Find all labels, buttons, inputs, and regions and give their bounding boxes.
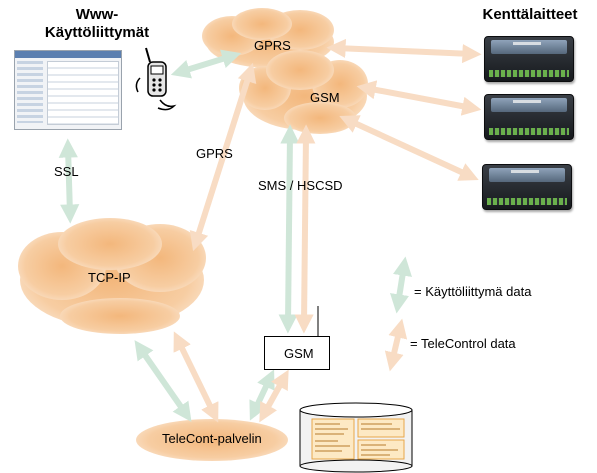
gprs-cloud-label: GPRS <box>254 38 291 53</box>
arrow-gsm-modem-1 <box>278 124 300 334</box>
tcpip-cloud <box>18 218 206 334</box>
gprs-link-label: GPRS <box>196 146 233 161</box>
arrow-ssl <box>58 138 80 224</box>
arrow-gsm-device3 <box>339 115 479 181</box>
arrow-gprs-tcpip <box>189 62 257 252</box>
field-devices-title: Kenttälaitteet <box>482 6 578 23</box>
legend-telecontrol-data: = TeleControl data <box>410 336 516 351</box>
legend-ui-arrow <box>390 256 412 314</box>
gsm-modem-label: GSM <box>284 346 314 361</box>
arrow-gsm-modem-2 <box>294 124 316 334</box>
legend-ui-data: = Käyttöliittymä data <box>414 284 532 299</box>
field-device-3 <box>482 164 572 210</box>
legend-telecontrol-arrow <box>384 318 408 372</box>
telecontrol-data-arrows <box>173 38 482 423</box>
server-cloud <box>136 419 288 461</box>
gsm-modem: GSM <box>264 336 330 370</box>
arrow-gsm-device2 <box>356 80 482 116</box>
www-ui-title: Www- Käyttöliittymät <box>44 6 150 41</box>
mobile-phone-icon <box>135 47 177 111</box>
gsm-cloud-label: GSM <box>310 90 340 105</box>
ssl-label: SSL <box>54 164 79 179</box>
sms-hscsd-label: SMS / HSCSD <box>258 178 343 193</box>
database-icon <box>299 402 413 473</box>
web-ui-screenshot <box>14 50 122 130</box>
arrow-tcpip-server-2 <box>173 331 219 423</box>
gsm-cloud <box>239 50 368 134</box>
arrow-phone-gprs <box>170 49 242 79</box>
field-device-2 <box>484 94 574 140</box>
server-label: TeleCont-palvelin <box>162 431 262 446</box>
field-device-1 <box>484 36 574 82</box>
arrow-tcpip-server <box>134 340 192 422</box>
arrow-modem-server-2 <box>259 369 289 423</box>
tcpip-cloud-label: TCP-IP <box>88 270 131 285</box>
arrow-gprs-device1 <box>326 38 482 64</box>
